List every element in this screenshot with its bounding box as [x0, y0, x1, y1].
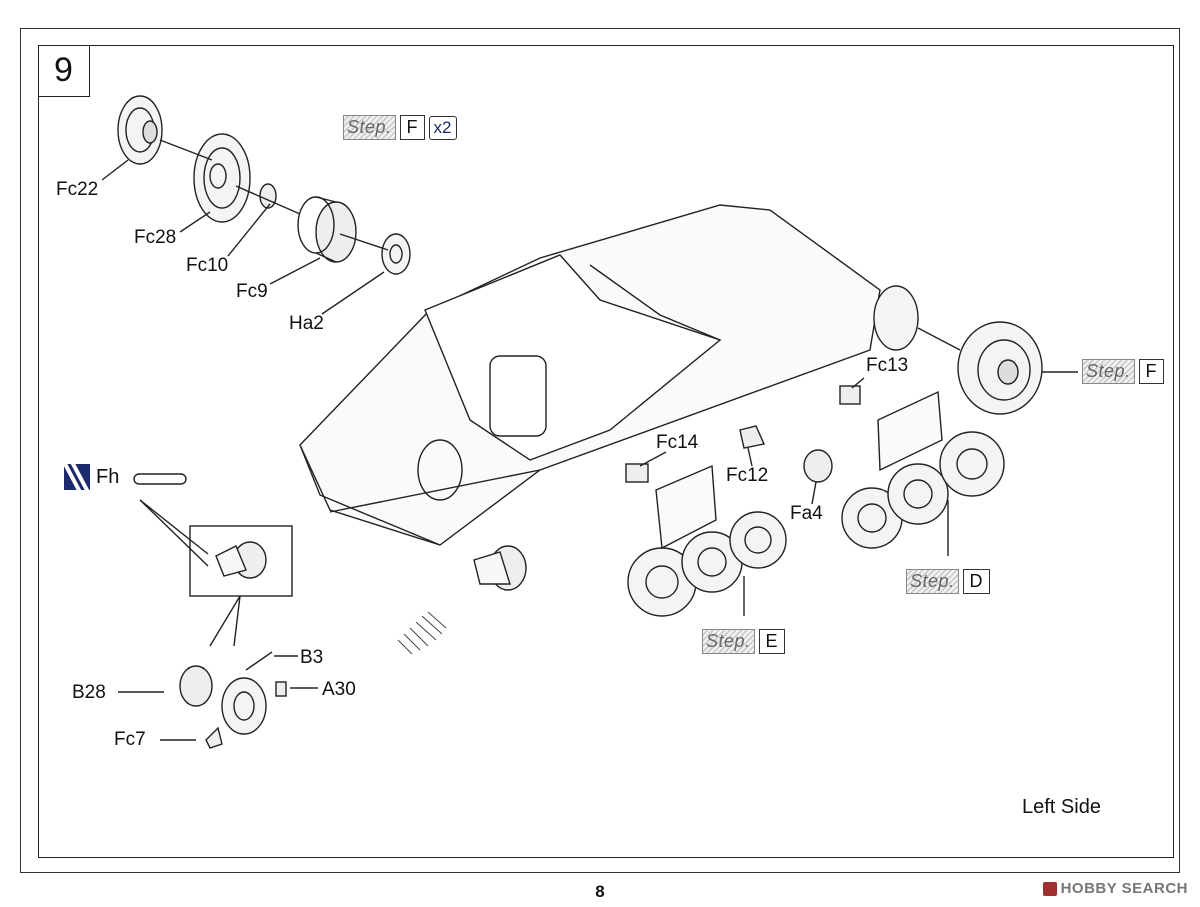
part-label-fc22: Fc22 — [56, 179, 99, 200]
spacer-ring-part — [259, 183, 277, 209]
part-fc12 — [739, 425, 765, 449]
step-ref-d: Step. D — [906, 569, 990, 594]
direction-arrow — [397, 611, 447, 655]
step-tag: Step. — [1082, 359, 1135, 384]
part-fa4 — [803, 449, 833, 483]
part-fc14 — [625, 463, 649, 483]
step-ref-f-top: Step. F x2 — [343, 115, 457, 140]
return-roller-subassembly — [179, 651, 287, 749]
step-tag: Step. — [702, 629, 755, 654]
photo-etch-label: Fh — [96, 465, 120, 488]
page-outer-frame — [20, 28, 1180, 873]
sprocket-inner-part — [193, 133, 251, 223]
step-ref-e: Step. E — [702, 629, 785, 654]
step-letter: F — [1138, 359, 1164, 384]
watermark-text: HOBBY SEARCH — [1060, 880, 1188, 897]
part-label-fc28: Fc28 — [134, 227, 177, 248]
part-label-b28: B28 — [72, 682, 106, 703]
part-label-fc9: Fc9 — [236, 281, 268, 302]
part-label-fc7: Fc7 — [114, 729, 146, 750]
step-letter: D — [962, 569, 990, 594]
page-number: 8 — [595, 882, 605, 901]
return-roller-bracket — [473, 545, 527, 591]
part-label-a30: A30 — [322, 679, 356, 700]
part-label-ha2: Ha2 — [289, 313, 324, 334]
part-label-fc13: Fc13 — [866, 355, 909, 376]
step-tag: Step. — [343, 115, 396, 140]
instruction-panel — [38, 45, 1174, 858]
part-fc13 — [839, 385, 861, 405]
step-tag: Step. — [906, 569, 959, 594]
part-label-fc14: Fc14 — [656, 432, 699, 453]
part-label-fc10: Fc10 — [186, 255, 229, 276]
step-ref-f-right: Step. F — [1082, 359, 1164, 384]
part-label-b3: B3 — [300, 647, 324, 668]
watermark-logo-icon — [1042, 881, 1057, 896]
hub-drum-part — [297, 196, 357, 263]
bogie-e — [627, 464, 787, 617]
step-letter: F — [399, 115, 425, 140]
hub-cap-part — [381, 233, 411, 275]
mounted-sprocket — [873, 285, 919, 351]
sprocket-outer-part — [117, 95, 163, 165]
right-sprocket-assembly — [917, 321, 1078, 415]
step-letter: E — [758, 629, 785, 654]
hull-body — [299, 204, 881, 546]
multiplier-badge: x2 — [428, 115, 457, 140]
part-label-fa4: Fa4 — [790, 503, 823, 524]
part-label-fc12: Fc12 — [726, 465, 769, 486]
step-number: 9 — [38, 45, 90, 97]
bogie-d — [841, 390, 1005, 556]
photo-etch-fret-icon — [64, 464, 90, 490]
watermark: HOBBY SEARCH — [1042, 880, 1188, 897]
photo-etch-callout: Fh — [64, 464, 119, 490]
side-caption: Left Side — [1022, 796, 1101, 818]
